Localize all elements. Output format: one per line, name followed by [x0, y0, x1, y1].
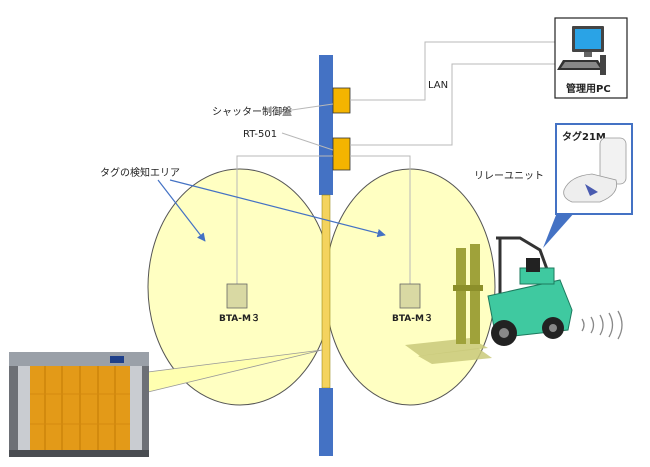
label-leader-shutter — [277, 103, 334, 113]
tag-device-icon — [563, 137, 627, 203]
rt501-box — [332, 137, 351, 171]
tag21m-box: タグ21M — [555, 123, 633, 215]
tag-callout-pointer — [543, 205, 575, 248]
admin-pc-box: 管理用PC — [554, 17, 628, 99]
reader-left — [226, 283, 248, 309]
reader-line-right — [350, 155, 411, 284]
door-post-top — [319, 55, 333, 195]
computer-icon — [557, 26, 606, 75]
reader-right — [399, 283, 421, 309]
label-bta-right: BTA-M３ — [392, 313, 433, 324]
label-rt501: RT-501 — [243, 129, 277, 140]
lan-line-2 — [350, 63, 555, 146]
shutter-door-photo — [9, 352, 149, 457]
label-bta-left: BTA-M３ — [219, 313, 260, 324]
label-admin-pc: 管理用PC — [566, 82, 611, 95]
label-leader-rt501 — [281, 132, 334, 151]
signal-waves-icon — [581, 310, 623, 340]
label-shutter-controller: シャッター制御盤 — [212, 105, 292, 118]
zone-arrow-right — [169, 179, 386, 238]
zone-arrow-left — [157, 179, 206, 242]
door-gap — [321, 194, 331, 389]
label-tag-area: タグの検知エリア — [100, 166, 180, 179]
reader-line-left — [236, 155, 333, 284]
door-post-bottom — [319, 388, 333, 456]
lan-line-1 — [350, 41, 555, 101]
label-tag21m: タグ21M — [562, 130, 606, 143]
label-relay-unit: リレーユニット — [474, 171, 544, 182]
shutter-controller-box — [332, 87, 351, 114]
label-lan: LAN — [428, 80, 448, 91]
forklift-illustration — [405, 236, 573, 364]
